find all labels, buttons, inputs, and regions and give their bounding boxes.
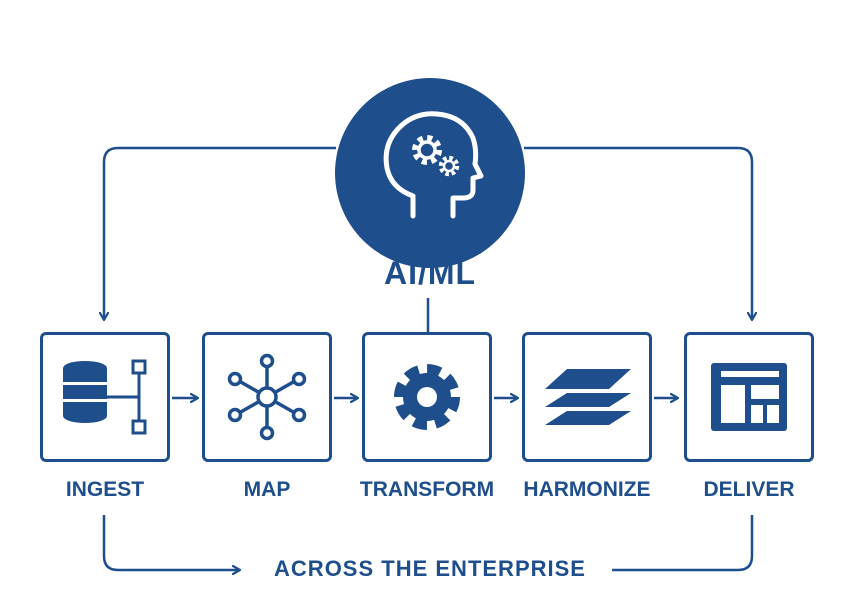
network-hub-icon — [227, 353, 307, 441]
stage-label-harmonize: HARMONIZE — [523, 478, 651, 501]
enterprise-loop-left — [102, 515, 240, 570]
enterprise-loop-right — [612, 515, 754, 572]
head-with-gears-icon — [383, 111, 484, 219]
stage-label-ingest: INGEST — [65, 478, 145, 501]
database-tree-icon — [63, 359, 147, 435]
stage-label-transform: TRANSFORM — [359, 478, 495, 501]
hub-to-ingest-arrow — [104, 146, 336, 320]
stage-ingest — [40, 332, 170, 462]
layout-grid-icon — [711, 363, 787, 431]
ai-ml-hub — [335, 78, 525, 268]
stage-label-deliver: DELIVER — [703, 478, 795, 501]
stacked-layers-icon — [545, 369, 631, 425]
stage-transform — [362, 332, 492, 462]
stage-deliver — [684, 332, 814, 462]
hub-label: AI/ML — [383, 255, 477, 291]
hub-to-deliver-arrow — [524, 146, 752, 320]
footer-label: ACROSS THE ENTERPRISE — [274, 556, 586, 581]
stage-harmonize — [522, 332, 652, 462]
stage-map — [202, 332, 332, 462]
stage-label-map: MAP — [243, 478, 291, 501]
gear-icon — [394, 364, 460, 430]
